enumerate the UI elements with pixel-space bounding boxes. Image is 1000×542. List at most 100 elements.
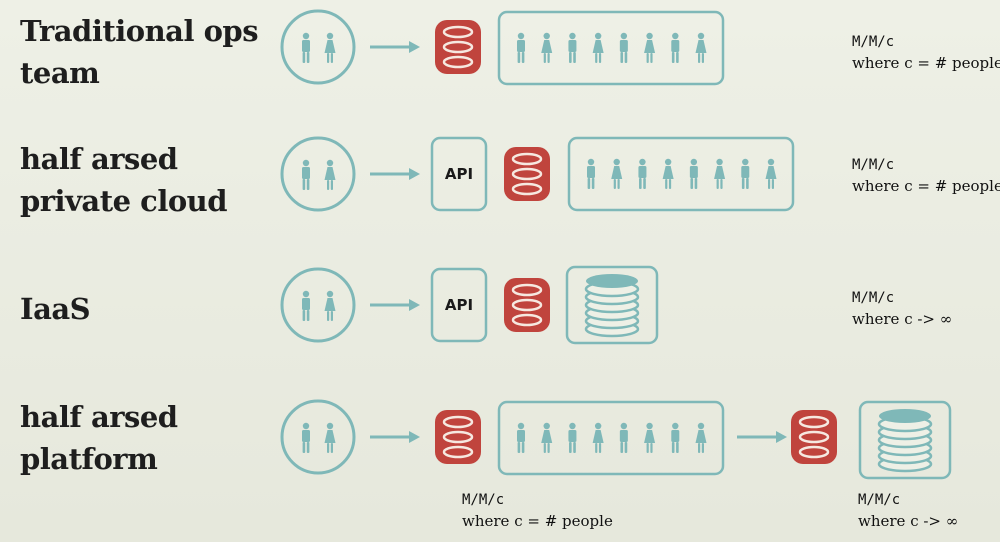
users-circle — [280, 9, 356, 85]
woman-icon — [592, 32, 604, 63]
users-circle — [280, 267, 356, 343]
woman-icon — [324, 32, 336, 63]
woman-icon — [644, 422, 656, 453]
label-line: half arsed — [20, 142, 178, 176]
woman-icon — [541, 32, 553, 63]
man-icon — [568, 422, 577, 453]
arrow-head — [409, 431, 420, 443]
woman-icon — [644, 32, 656, 63]
woman-icon — [324, 290, 336, 321]
note-model: M/M/c — [858, 492, 901, 508]
note-iaas: M/M/c where c -> ∞ — [852, 288, 952, 330]
api-border — [430, 267, 488, 343]
arrow-head — [409, 41, 420, 53]
man-icon — [638, 158, 647, 189]
queue-slot — [798, 415, 830, 429]
arrow-icon — [370, 168, 420, 180]
note-model: M/M/c — [852, 290, 895, 306]
server-top — [586, 274, 638, 288]
queue-slot — [442, 415, 474, 429]
man-icon — [302, 422, 310, 453]
users-icon — [280, 267, 356, 343]
users-icon — [280, 399, 356, 475]
queue-icon — [791, 410, 837, 464]
server-top — [879, 409, 931, 423]
man-icon — [619, 32, 628, 63]
queue-slot — [442, 25, 474, 39]
note-traditional: M/M/c where c = # people — [852, 32, 1000, 74]
man-icon — [587, 158, 595, 189]
label-line: team — [20, 56, 100, 90]
people-box — [497, 10, 725, 86]
woman-icon — [695, 422, 707, 453]
note-where: where c = # people — [852, 54, 1000, 72]
api-box: API — [430, 136, 488, 212]
man-icon — [568, 32, 577, 63]
queue-slot — [798, 445, 830, 459]
note-platform-left: M/M/c where c = # people — [462, 490, 613, 532]
queue-slot — [511, 152, 543, 166]
api-label: API — [445, 165, 473, 183]
api-box: API — [430, 267, 488, 343]
row-label-platform: half arsed platform — [20, 396, 178, 480]
note-model: M/M/c — [462, 492, 505, 508]
queue-slot — [511, 298, 543, 312]
queue-slot — [511, 283, 543, 297]
people-box-border — [567, 136, 795, 212]
queue-slot — [511, 182, 543, 196]
woman-icon — [324, 422, 336, 453]
server-box — [858, 400, 952, 480]
man-icon — [517, 32, 525, 63]
note-where: where c = # people — [462, 512, 613, 530]
queue-slot — [442, 430, 474, 444]
woman-icon — [765, 158, 777, 189]
queue-slot — [511, 167, 543, 181]
note-private-cloud: M/M/c where c = # people — [852, 155, 1000, 197]
users-circle — [280, 136, 356, 212]
man-icon — [619, 422, 628, 453]
man-icon — [741, 158, 750, 189]
queue-slot — [442, 40, 474, 54]
woman-icon — [662, 158, 674, 189]
people-box — [567, 136, 795, 212]
queue-slot — [442, 445, 474, 459]
users-icon — [280, 9, 356, 85]
arrow-icon — [370, 431, 420, 443]
queue-slot — [798, 430, 830, 444]
woman-icon — [714, 158, 726, 189]
woman-icon — [541, 422, 553, 453]
label-line: private cloud — [20, 184, 228, 218]
users-circle — [280, 399, 356, 475]
man-icon — [302, 159, 310, 190]
man-icon — [671, 422, 680, 453]
woman-icon — [695, 32, 707, 63]
woman-icon — [324, 159, 336, 190]
people-box — [497, 400, 725, 476]
arrow-icon — [737, 431, 787, 443]
queue-icon — [504, 278, 550, 332]
man-icon — [671, 32, 680, 63]
server-box-border — [858, 400, 952, 480]
row-label-private-cloud: half arsed private cloud — [20, 138, 228, 222]
woman-icon — [611, 158, 623, 189]
note-where: where c -> ∞ — [858, 512, 959, 530]
man-icon — [517, 422, 525, 453]
row-label-iaas: IaaS — [20, 288, 91, 330]
man-icon — [302, 290, 310, 321]
label-line: Traditional ops — [20, 14, 259, 48]
arrow-icon — [370, 299, 420, 311]
server-box-border — [565, 265, 659, 345]
label-line: IaaS — [20, 292, 91, 326]
label-line: half arsed — [20, 400, 178, 434]
note-model: M/M/c — [852, 34, 895, 50]
row-label-traditional: Traditional ops team — [20, 10, 259, 94]
queue-icon — [504, 147, 550, 201]
label-line: platform — [20, 442, 158, 476]
people-box-border — [497, 400, 725, 476]
queue-icon — [435, 20, 481, 74]
note-model: M/M/c — [852, 157, 895, 173]
queue-icon — [435, 410, 481, 464]
woman-icon — [592, 422, 604, 453]
users-icon — [280, 136, 356, 212]
man-icon — [302, 32, 310, 63]
